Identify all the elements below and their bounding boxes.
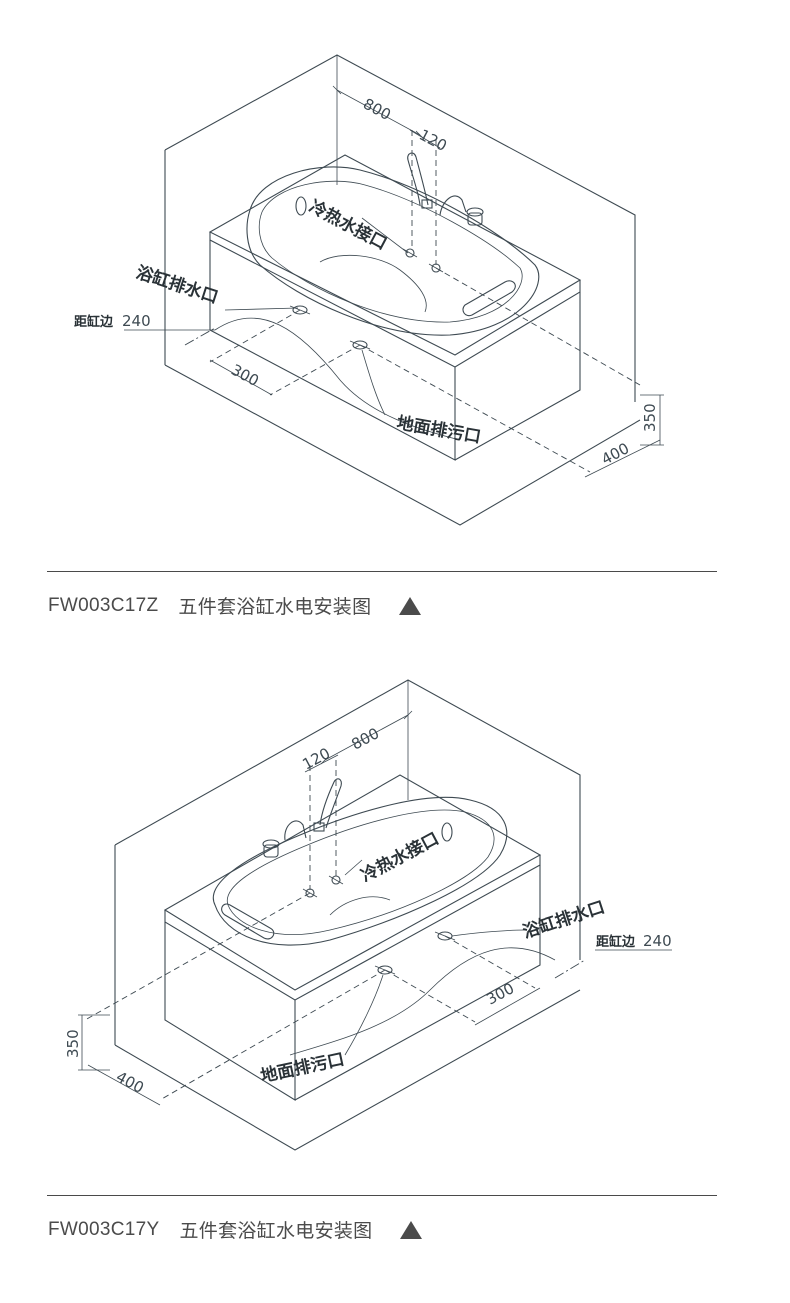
- bathtub-isometric-drawing: 800 120 350 400 300 冷热水接口 浴缸排水口 地面排污口 距缸…: [74, 54, 664, 526]
- caption-text: 五件套浴缸水电安装图: [179, 1221, 373, 1242]
- mixer-handle: [263, 844, 279, 858]
- tub-floor-curve: [319, 254, 427, 313]
- floor-outline: [164, 364, 641, 526]
- shower-base: [313, 822, 325, 832]
- dim-400: 400: [113, 1068, 147, 1097]
- dim-350: 350: [641, 403, 659, 432]
- headrest: [462, 280, 516, 317]
- model-number: FW003C17Y: [48, 1218, 160, 1240]
- tub-deck-edge: [164, 855, 541, 1001]
- dim-400: 400: [598, 439, 632, 468]
- tub-basin-inner: [226, 809, 495, 935]
- wall-outline: [164, 54, 636, 402]
- divider-bottom: [47, 1195, 717, 1196]
- caption-bottom: FW003C17Y 五件套浴缸水电安装图: [48, 1216, 423, 1243]
- dim-120: 120: [416, 126, 450, 155]
- mixer-top: [262, 839, 280, 849]
- tub-floor-curve: [329, 896, 391, 916]
- overflow-outlet: [295, 196, 307, 216]
- label-hot-cold-inlet: 冷热水接口: [357, 828, 442, 886]
- tub-deck: [163, 774, 542, 991]
- floor-outline: [114, 989, 581, 1151]
- tub-basin: [212, 796, 508, 946]
- tub-front-face: [164, 922, 296, 1101]
- caption-text: 五件套浴缸水电安装图: [178, 597, 372, 618]
- spout: [284, 820, 307, 841]
- bathtub-isometric-drawing-mirrored: 800 120 350 400 300 冷热水接口 浴缸排水口 地面排污口 距缸…: [64, 679, 672, 1151]
- model-number: FW003C17Z: [48, 594, 159, 616]
- shower-base: [421, 199, 433, 209]
- tub-front-face: [209, 240, 456, 461]
- drain-hose-curve: [214, 317, 461, 441]
- installation-diagram-right: 800 120 350 400 300 冷热水接口 浴缸排水口 地面排污口 距缸…: [0, 660, 790, 1190]
- up-triangle-icon: [399, 596, 422, 615]
- dim-350: 350: [64, 1029, 82, 1058]
- dim-800: 800: [348, 724, 382, 753]
- installation-diagram-left: 800 120 350 400 300 冷热水接口 浴缸排水口 地面排污口 距缸…: [0, 0, 790, 560]
- hand-shower: [319, 778, 342, 829]
- dim-240: 240: [122, 312, 151, 330]
- dim-800: 800: [360, 95, 394, 124]
- label-tub-drain: 浴缸排水口: [520, 897, 607, 943]
- dim-120: 120: [299, 744, 333, 773]
- hand-shower: [407, 152, 429, 206]
- label-edge-distance: 距缸边: [596, 934, 636, 950]
- floor-drain-symbol: [377, 965, 393, 975]
- dim-240: 240: [643, 932, 672, 950]
- tub-basin: [246, 166, 540, 336]
- mixer-top: [466, 207, 484, 217]
- dim-300: 300: [228, 361, 262, 390]
- drain-hose-curve: [289, 947, 556, 1056]
- tub-basin-inner: [258, 180, 523, 323]
- wall-outline: [114, 679, 581, 960]
- overflow-outlet: [441, 822, 453, 842]
- label-hot-cold-inlet: 冷热水接口: [306, 196, 391, 254]
- up-triangle-icon: [400, 1220, 423, 1239]
- label-edge-distance: 距缸边: [74, 314, 114, 330]
- caption-top: FW003C17Z 五件套浴缸水电安装图: [48, 592, 422, 619]
- divider-top: [47, 571, 717, 572]
- floor-drain-symbol: [352, 340, 368, 350]
- label-tub-drain: 浴缸排水口: [133, 262, 220, 308]
- tub-side-face: [454, 292, 581, 461]
- spout: [439, 195, 467, 216]
- tub-drain-symbol: [292, 305, 308, 315]
- tub-side-face: [294, 865, 541, 1101]
- label-floor-drain: 地面排污口: [259, 1049, 347, 1087]
- label-floor-drain: 地面排污口: [395, 412, 482, 447]
- headrest: [221, 903, 275, 940]
- tub-deck-edge: [209, 232, 581, 368]
- mixer-handle: [467, 212, 483, 226]
